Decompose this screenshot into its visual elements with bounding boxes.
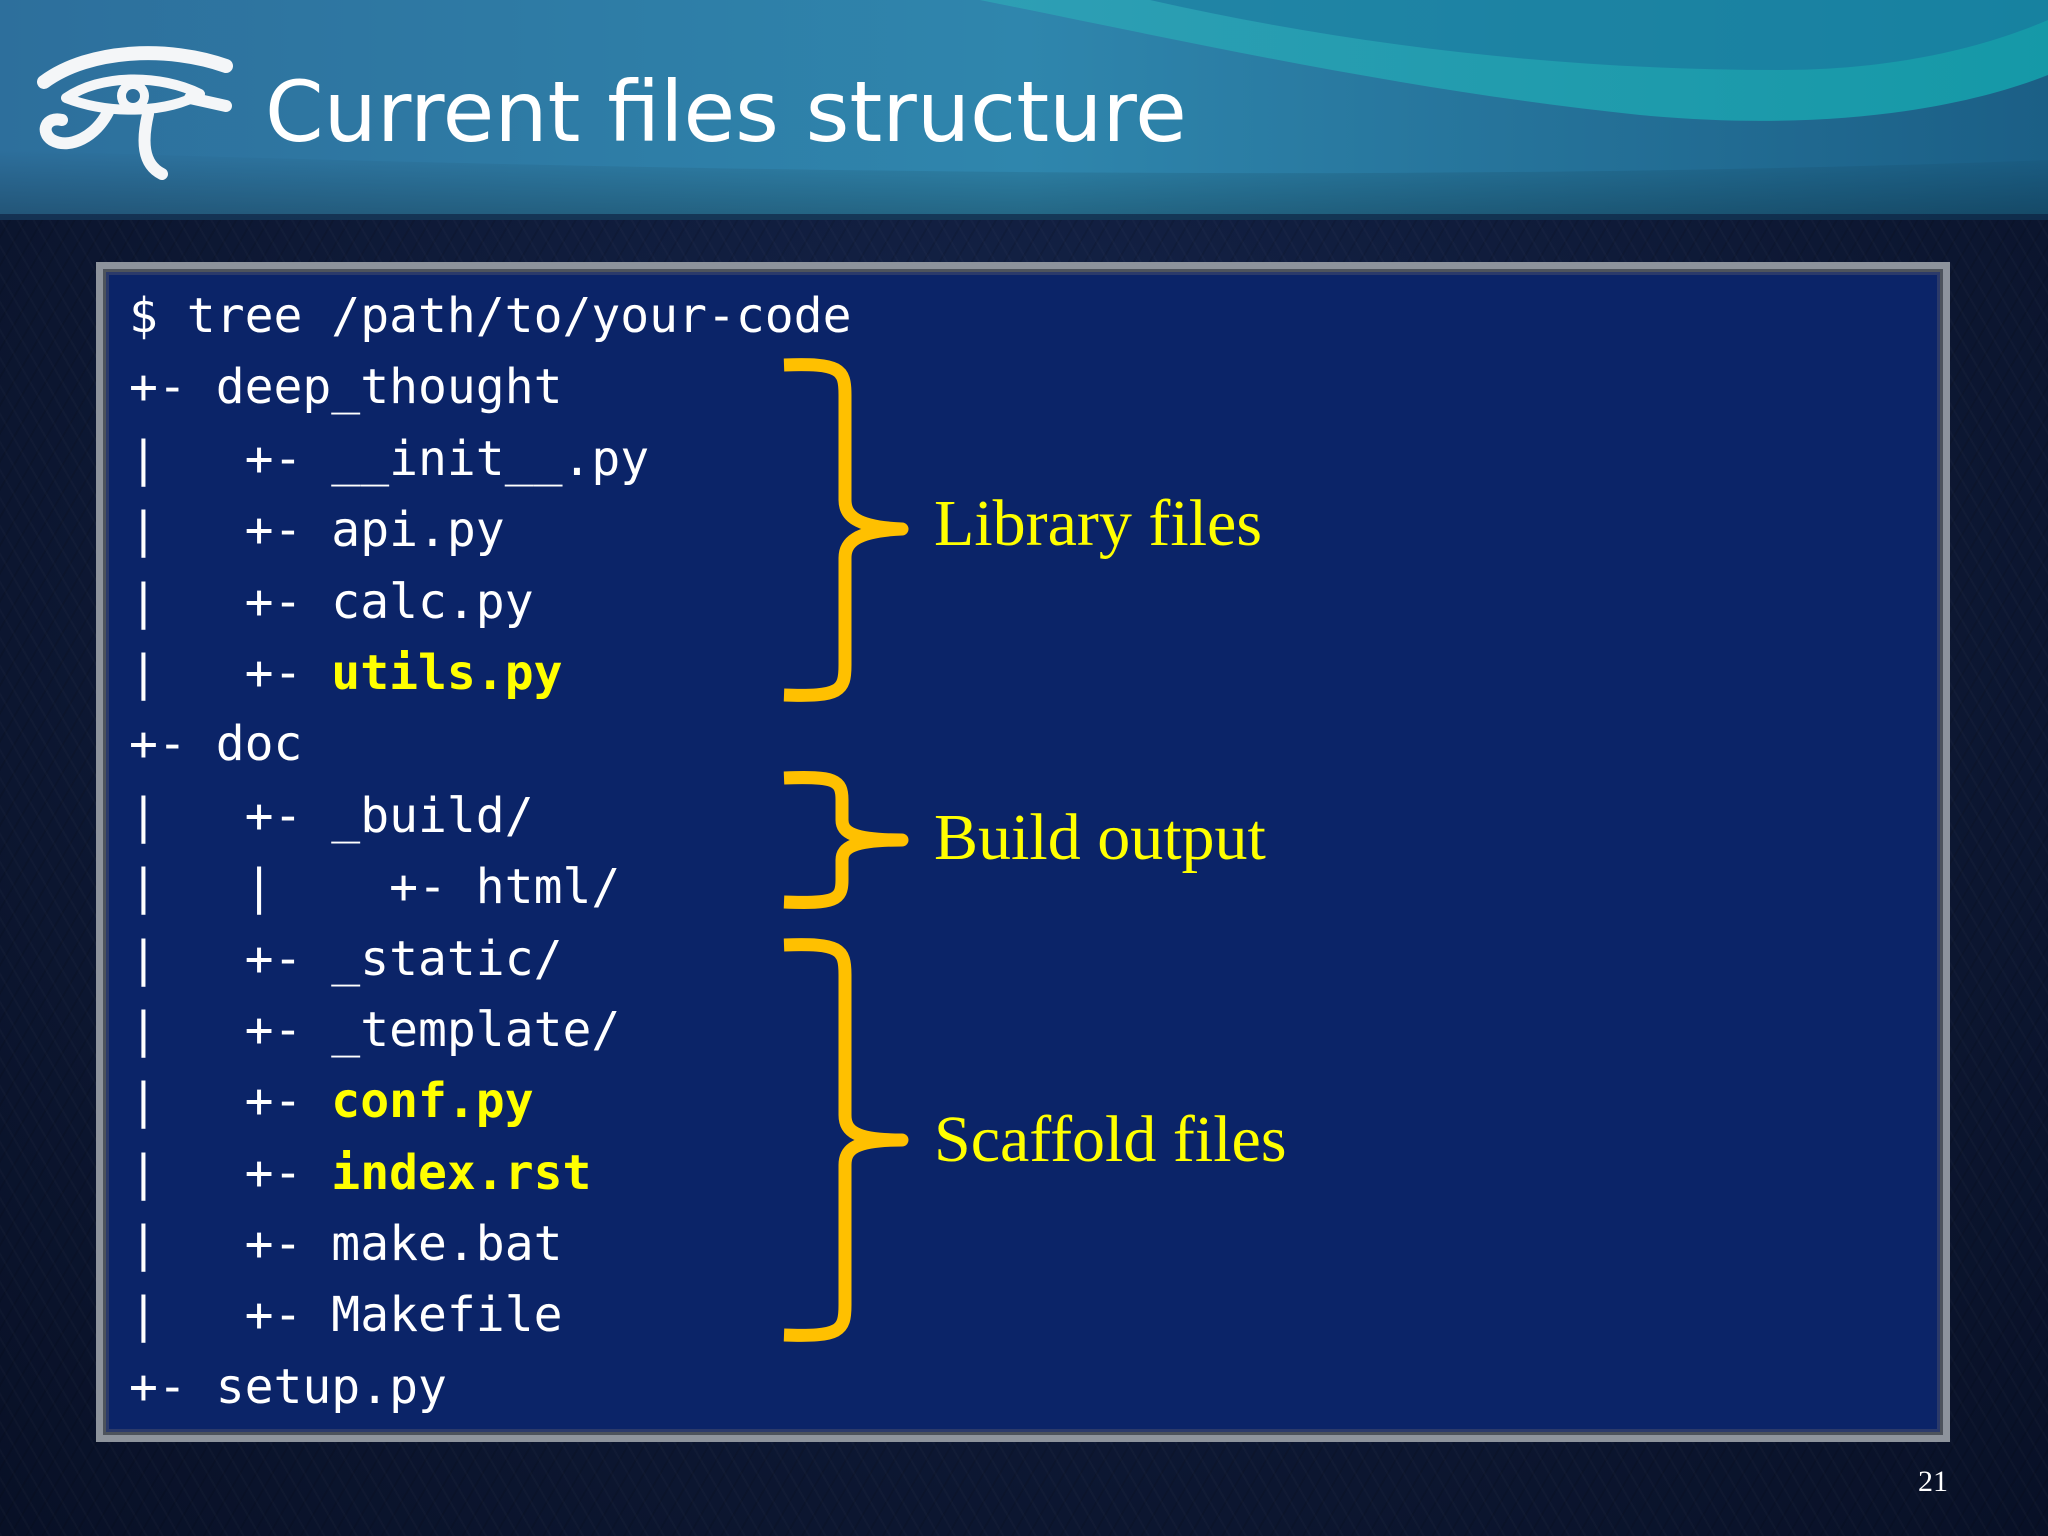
highlighted-file-name: utils.py — [331, 644, 563, 701]
tree-prefix: | +- — [129, 502, 332, 559]
tree-line: | +- conf.py — [129, 1066, 851, 1137]
tree-line: | +- _build/ — [129, 781, 851, 852]
file-name: calc.py — [331, 573, 534, 630]
tree-prefix: +- — [129, 1358, 216, 1415]
file-name: doc — [215, 716, 303, 773]
header-band — [0, 0, 2048, 220]
tree-prefix: | +- — [129, 430, 332, 487]
tree-line: | +- __init__.py — [129, 424, 851, 495]
tree-line: | | +- html/ — [129, 852, 851, 923]
page-number: 21 — [1918, 1465, 1948, 1498]
scaffold-files-label: Scaffold files — [934, 1103, 1287, 1176]
highlighted-file-name: index.rst — [331, 1144, 592, 1201]
tree-prefix: +- — [129, 716, 216, 773]
file-name: setup.py — [215, 1358, 447, 1415]
tree-prefix: | +- — [129, 1216, 332, 1273]
tree-line: | +- make.bat — [129, 1209, 851, 1280]
tree-line: +- setup.py — [129, 1352, 851, 1423]
tree-line: | +- index.rst — [129, 1138, 851, 1209]
build-output-bracket — [783, 771, 909, 909]
tree-prefix: | +- — [129, 1144, 332, 1201]
tree-prefix: | +- — [129, 1073, 332, 1130]
library-files-label: Library files — [934, 487, 1263, 560]
file-name: _template/ — [331, 1001, 621, 1058]
tree-prefix: | +- — [129, 930, 332, 987]
highlighted-file-name: conf.py — [331, 1073, 534, 1130]
tree-line: | +- api.py — [129, 495, 851, 566]
tree-line: | +- calc.py — [129, 567, 851, 638]
tree-prefix: $ tree /path/to/your-code — [129, 288, 852, 344]
tree-line: | +- Makefile — [129, 1280, 851, 1351]
tree-prefix: | +- — [129, 644, 332, 701]
build-output-label: Build output — [934, 801, 1266, 874]
tree-prefix: +- — [129, 359, 216, 416]
tree-line: | +- utils.py — [129, 638, 851, 709]
tree-listing: $ tree /path/to/your-code +- deep_thought… — [129, 281, 851, 1423]
eye-of-horus-icon — [30, 40, 235, 188]
tree-prefix: | +- — [129, 1001, 332, 1058]
scaffold-files-bracket — [783, 938, 909, 1342]
library-files-bracket — [783, 358, 909, 702]
tree-line: | +- _static/ — [129, 924, 851, 995]
terminal-panel: $ tree /path/to/your-code +- deep_thought… — [96, 262, 1950, 1442]
file-name: Makefile — [331, 1287, 563, 1344]
file-name: _build/ — [331, 787, 534, 844]
tree-prefix: | | +- — [129, 859, 476, 916]
file-name: __init__.py — [331, 430, 650, 487]
tree-line: | +- _template/ — [129, 995, 851, 1066]
tree-prefix: | +- — [129, 573, 332, 630]
file-name: html/ — [475, 859, 621, 916]
file-name: api.py — [331, 502, 505, 559]
file-name: make.bat — [331, 1216, 563, 1273]
tree-line: +- doc — [129, 709, 851, 780]
tree-prefix: | +- — [129, 787, 332, 844]
file-name: _static/ — [331, 930, 563, 987]
tree-prefix: | +- — [129, 1287, 332, 1344]
command-line: $ tree /path/to/your-code — [129, 281, 851, 352]
slide-title: Current files structure — [265, 63, 1187, 161]
file-name: deep_thought — [215, 359, 563, 416]
tree-line: +- deep_thought — [129, 352, 851, 423]
